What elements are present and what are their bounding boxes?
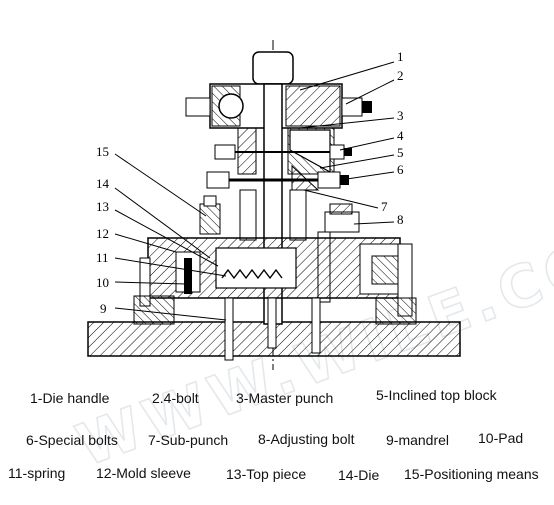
callout-11: 11	[96, 250, 109, 265]
pad	[184, 258, 192, 294]
legend-master-punch: 3-Master punch	[236, 390, 334, 406]
callout-5: 5	[397, 145, 404, 160]
die-body	[139, 237, 401, 307]
callout-13: 13	[96, 199, 109, 214]
spring	[221, 268, 283, 280]
callout-3: 3	[397, 108, 404, 123]
legend-spring: 11-spring	[8, 465, 66, 481]
legend-adjusting-bolt: 8-Adjusting bolt	[258, 431, 355, 447]
callout-2: 2	[397, 68, 404, 83]
callout-9: 9	[100, 301, 107, 316]
legend-pad: 10-Pad	[478, 430, 524, 446]
callout-4: 4	[397, 128, 404, 143]
callout-10: 10	[96, 275, 109, 290]
left-support	[133, 295, 175, 325]
callout-15: 15	[96, 144, 109, 159]
legend-top-piece: 13-Top piece	[226, 466, 307, 482]
leader-lines	[114, 61, 395, 321]
callout-numbers: 1 2 3 4 5 6 7 8 9 10 11 12 13 14 15	[96, 49, 404, 316]
legend-sub-punch: 7-Sub-punch	[148, 432, 229, 448]
callout-12: 12	[96, 226, 109, 241]
legend-die: 14-Die	[338, 467, 380, 483]
callout-6: 6	[397, 162, 404, 177]
mandrels	[224, 297, 321, 361]
legend-mold-sleeve: 12-Mold sleeve	[96, 465, 191, 481]
legend-mandrel: 9-mandrel	[386, 432, 450, 448]
right-support	[375, 243, 417, 325]
legend-inclined-top-block: 5-Inclined top block	[376, 387, 497, 403]
special-bolts	[206, 164, 349, 191]
callout-7: 7	[381, 199, 388, 214]
callout-14: 14	[96, 176, 110, 191]
legend-bolt: 2.4-bolt	[152, 390, 199, 406]
positioning-means	[199, 195, 221, 235]
legend-die-handle: 1-Die handle	[30, 390, 110, 406]
legend-special-bolts: 6-Special bolts	[26, 432, 118, 448]
bolts	[214, 144, 352, 160]
callout-1: 1	[397, 49, 404, 64]
legend-positioning-means: 15-Positioning means	[404, 466, 539, 482]
callout-8: 8	[397, 212, 404, 227]
